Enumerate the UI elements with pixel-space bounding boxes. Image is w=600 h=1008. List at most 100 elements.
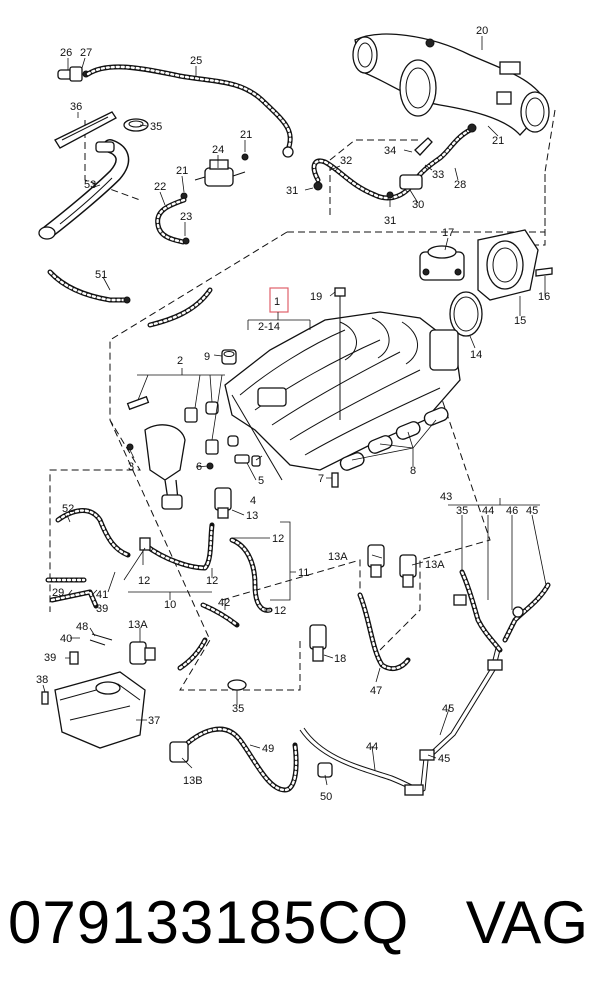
callout-label: 35 bbox=[150, 121, 162, 133]
callout-label: 2 bbox=[177, 355, 183, 367]
callout-label: 31 bbox=[384, 215, 396, 227]
intake-manifold-1 bbox=[224, 311, 461, 481]
callout-label: 18 bbox=[334, 653, 346, 665]
bush-9 bbox=[221, 349, 237, 365]
callout-label: 1 bbox=[274, 296, 280, 308]
callout-label: 29 bbox=[52, 587, 64, 599]
callout-label: 13A bbox=[425, 559, 445, 571]
callout-label: 5 bbox=[258, 475, 264, 487]
sensor-13a-bottom bbox=[129, 641, 156, 665]
callout-label: 46 bbox=[506, 505, 518, 517]
gasket-14 bbox=[449, 291, 483, 337]
callout-label: 20 bbox=[476, 25, 488, 37]
callout-label: 22 bbox=[154, 181, 166, 193]
callout-label: 45 bbox=[438, 753, 450, 765]
harness-47 bbox=[357, 592, 411, 672]
callout-label: 27 bbox=[80, 47, 92, 59]
callout-label: 35 bbox=[232, 703, 244, 715]
callout-label: 3 bbox=[128, 461, 134, 473]
callout-label: 21 bbox=[492, 135, 504, 147]
pipe-44 bbox=[299, 647, 503, 796]
callout-label: 13A bbox=[128, 619, 148, 631]
callout-label: 34 bbox=[384, 145, 396, 157]
callout-label: 9 bbox=[204, 351, 210, 363]
callout-label: 44 bbox=[482, 505, 494, 517]
callout-label: 33 bbox=[432, 169, 444, 181]
callout-label: 7 bbox=[318, 473, 324, 485]
dashed-group-outlines bbox=[49, 109, 556, 691]
callout-label: 49 bbox=[262, 743, 274, 755]
callout-labels: 26 27 25 36 35 21 24 21 53 22 23 20 21 3… bbox=[36, 25, 550, 803]
callout-label: 30 bbox=[412, 199, 424, 211]
harness-49 bbox=[169, 726, 299, 793]
flap-actuator-2 bbox=[126, 395, 239, 510]
callout-label: 32 bbox=[340, 155, 352, 167]
callout-label: 24 bbox=[212, 144, 224, 156]
sensor-13 bbox=[214, 487, 232, 519]
valve-24 bbox=[180, 153, 249, 200]
callout-label: 19 bbox=[310, 291, 322, 303]
part-number-caption: 079133185CQ bbox=[8, 889, 410, 956]
sensor-50 bbox=[317, 762, 333, 778]
callout-label: 21 bbox=[240, 129, 252, 141]
callout-label: 16 bbox=[538, 291, 550, 303]
callout-label: 12 bbox=[206, 575, 218, 587]
callout-label: 14 bbox=[470, 349, 482, 361]
callout-label: 43 bbox=[440, 491, 452, 503]
callout-label: 23 bbox=[180, 211, 192, 223]
callout-label: 36 bbox=[70, 101, 82, 113]
callout-label: 45 bbox=[442, 703, 454, 715]
leader-lines bbox=[42, 36, 547, 786]
callout-label: 31 bbox=[286, 185, 298, 197]
plug-26 bbox=[57, 66, 90, 82]
callout-label: 13A bbox=[328, 551, 348, 563]
callout-label: 12 bbox=[272, 533, 284, 545]
sensor-18 bbox=[309, 624, 327, 662]
callout-label: 48 bbox=[76, 621, 88, 633]
rail-36 bbox=[54, 111, 117, 149]
callout-label: 42 bbox=[218, 597, 230, 609]
callout-label: 45 bbox=[526, 505, 538, 517]
hose-25 bbox=[85, 64, 294, 158]
hose-51 bbox=[47, 269, 213, 328]
callout-label: 2-14 bbox=[258, 321, 280, 333]
callout-label: 50 bbox=[320, 791, 332, 803]
port-gaskets-8 bbox=[339, 407, 449, 471]
clip-35-top bbox=[123, 118, 149, 132]
callout-label: 40 bbox=[60, 633, 72, 645]
hose-52 bbox=[55, 508, 131, 558]
hose-42 bbox=[177, 602, 240, 671]
hose-22 bbox=[155, 197, 190, 245]
callout-label: 12 bbox=[274, 605, 286, 617]
callout-label: 51 bbox=[95, 269, 107, 281]
callout-label: 37 bbox=[148, 715, 160, 727]
hoses-29-48 bbox=[45, 577, 113, 665]
callout-label: 15 bbox=[514, 315, 526, 327]
clip-35-bottom bbox=[227, 679, 247, 691]
callout-label: 13 bbox=[246, 510, 258, 522]
callout-label: 41 bbox=[96, 589, 108, 601]
callout-label: 13B bbox=[183, 775, 203, 787]
callout-label: 26 bbox=[60, 47, 72, 59]
callout-label: 47 bbox=[370, 685, 382, 697]
brand-caption: VAG bbox=[465, 889, 588, 956]
sensor-13a-left bbox=[367, 544, 385, 578]
intake-duct-20 bbox=[352, 33, 550, 136]
callout-label: 4 bbox=[250, 495, 256, 507]
callout-label: 35 bbox=[456, 505, 468, 517]
reservoir-37 bbox=[41, 671, 146, 749]
sensor-13a-right bbox=[399, 554, 417, 588]
callout-label: 25 bbox=[190, 55, 202, 67]
callout-label: 53 bbox=[84, 179, 96, 191]
hose-32 bbox=[311, 123, 477, 201]
callout-label: 11 bbox=[298, 567, 309, 579]
callout-label: 52 bbox=[62, 503, 74, 515]
hose-set-10-11 bbox=[139, 522, 273, 613]
component-17 bbox=[419, 245, 465, 281]
callout-label: 28 bbox=[454, 179, 466, 191]
callout-label: 10 bbox=[164, 599, 176, 611]
callout-label: 8 bbox=[410, 465, 416, 477]
callout-label: 39 bbox=[96, 603, 108, 615]
callout-label: 38 bbox=[36, 674, 48, 686]
callout-label: 12 bbox=[138, 575, 150, 587]
